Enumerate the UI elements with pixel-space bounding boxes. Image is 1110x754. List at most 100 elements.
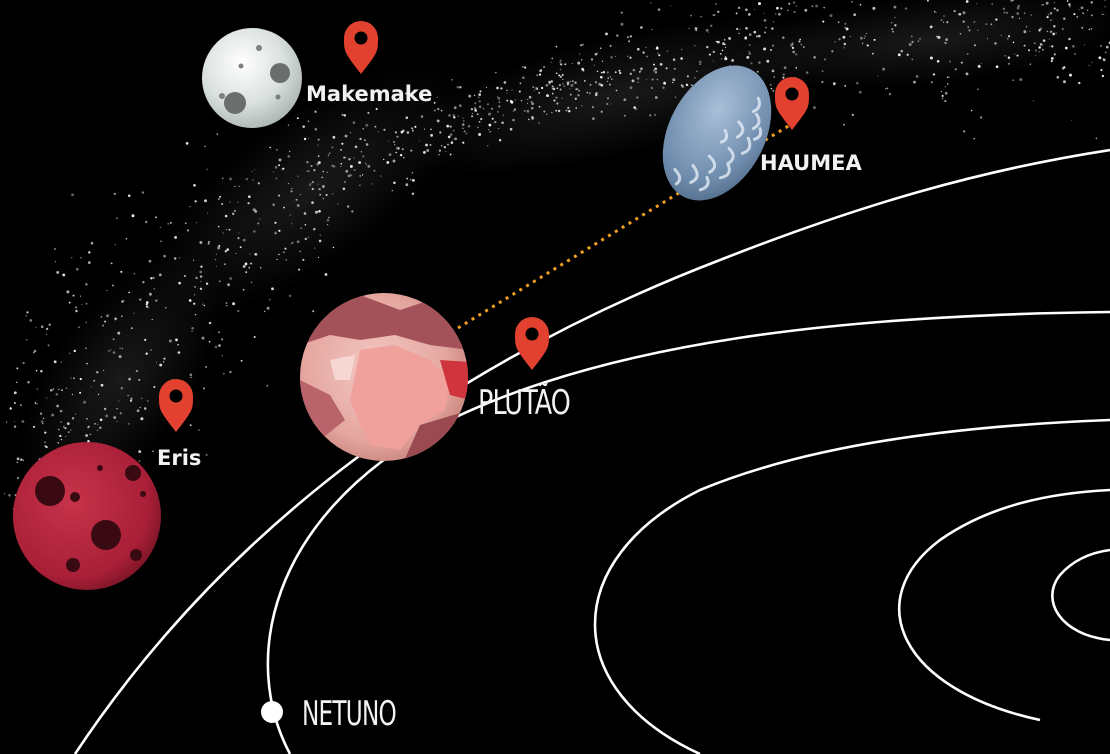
star: [195, 276, 198, 280]
star: [299, 250, 301, 253]
star: [313, 227, 316, 231]
star: [1033, 42, 1036, 45]
star: [559, 68, 562, 71]
star: [506, 92, 508, 94]
star: [501, 121, 504, 125]
star: [193, 184, 196, 187]
star: [522, 76, 525, 80]
star: [314, 110, 317, 113]
star: [699, 63, 702, 66]
star: [268, 298, 271, 301]
star: [936, 60, 940, 63]
star: [217, 246, 221, 250]
star: [605, 32, 608, 36]
star: [332, 135, 336, 139]
star: [526, 102, 529, 104]
star: [832, 82, 836, 86]
star: [87, 261, 91, 264]
orbit-uranus: [593, 418, 1110, 754]
star: [474, 102, 477, 105]
star: [724, 46, 727, 49]
star: [5, 421, 8, 423]
star: [204, 145, 206, 148]
star: [812, 106, 816, 110]
star: [1090, 28, 1093, 30]
star: [113, 416, 117, 419]
star: [291, 223, 293, 225]
star: [314, 127, 318, 131]
star: [144, 220, 148, 224]
star: [577, 94, 580, 97]
star: [491, 117, 494, 120]
star: [90, 386, 92, 388]
star: [763, 31, 766, 34]
star: [447, 143, 449, 146]
star: [257, 182, 260, 185]
star: [21, 420, 25, 423]
star: [203, 304, 206, 307]
star: [222, 177, 224, 179]
star: [652, 69, 655, 72]
star: [805, 71, 809, 74]
star: [528, 95, 532, 99]
star: [349, 132, 352, 134]
star: [564, 63, 567, 66]
star: [285, 258, 288, 261]
star: [710, 24, 713, 27]
star: [802, 46, 805, 48]
star: [349, 164, 353, 168]
star: [1063, 17, 1066, 20]
star: [558, 84, 561, 87]
star: [139, 406, 141, 409]
eris-label: Eris: [157, 446, 201, 470]
star: [1038, 46, 1042, 49]
star: [206, 212, 209, 214]
star: [861, 42, 864, 45]
star: [657, 52, 659, 55]
star: [712, 60, 714, 62]
star: [66, 290, 70, 294]
star: [219, 195, 222, 198]
star: [34, 402, 37, 404]
star: [651, 78, 654, 81]
star: [1063, 80, 1066, 84]
star: [1007, 35, 1011, 38]
star: [680, 57, 683, 60]
star: [222, 372, 225, 375]
star: [324, 273, 328, 276]
star: [477, 126, 479, 129]
star: [152, 450, 154, 452]
star: [640, 26, 643, 29]
star: [965, 0, 969, 3]
star: [227, 283, 231, 287]
star: [392, 159, 396, 163]
star: [226, 304, 228, 307]
star: [891, 22, 893, 24]
star: [451, 78, 453, 81]
star: [560, 63, 563, 66]
star: [186, 229, 190, 232]
star: [821, 70, 824, 73]
star: [278, 158, 282, 162]
star: [1034, 49, 1037, 52]
star: [136, 409, 140, 413]
star: [183, 275, 186, 277]
star: [488, 112, 491, 116]
star: [328, 216, 330, 219]
star: [306, 161, 309, 164]
star: [798, 40, 801, 43]
star: [962, 11, 966, 15]
star: [616, 34, 619, 37]
star: [249, 253, 251, 255]
star: [35, 369, 38, 372]
star: [538, 91, 541, 94]
star: [110, 349, 112, 351]
star: [252, 230, 256, 233]
star: [1050, 19, 1052, 21]
star: [863, 37, 865, 39]
star: [1073, 13, 1076, 16]
star: [696, 70, 698, 72]
star: [777, 12, 781, 16]
star: [317, 155, 320, 157]
star: [36, 388, 39, 391]
